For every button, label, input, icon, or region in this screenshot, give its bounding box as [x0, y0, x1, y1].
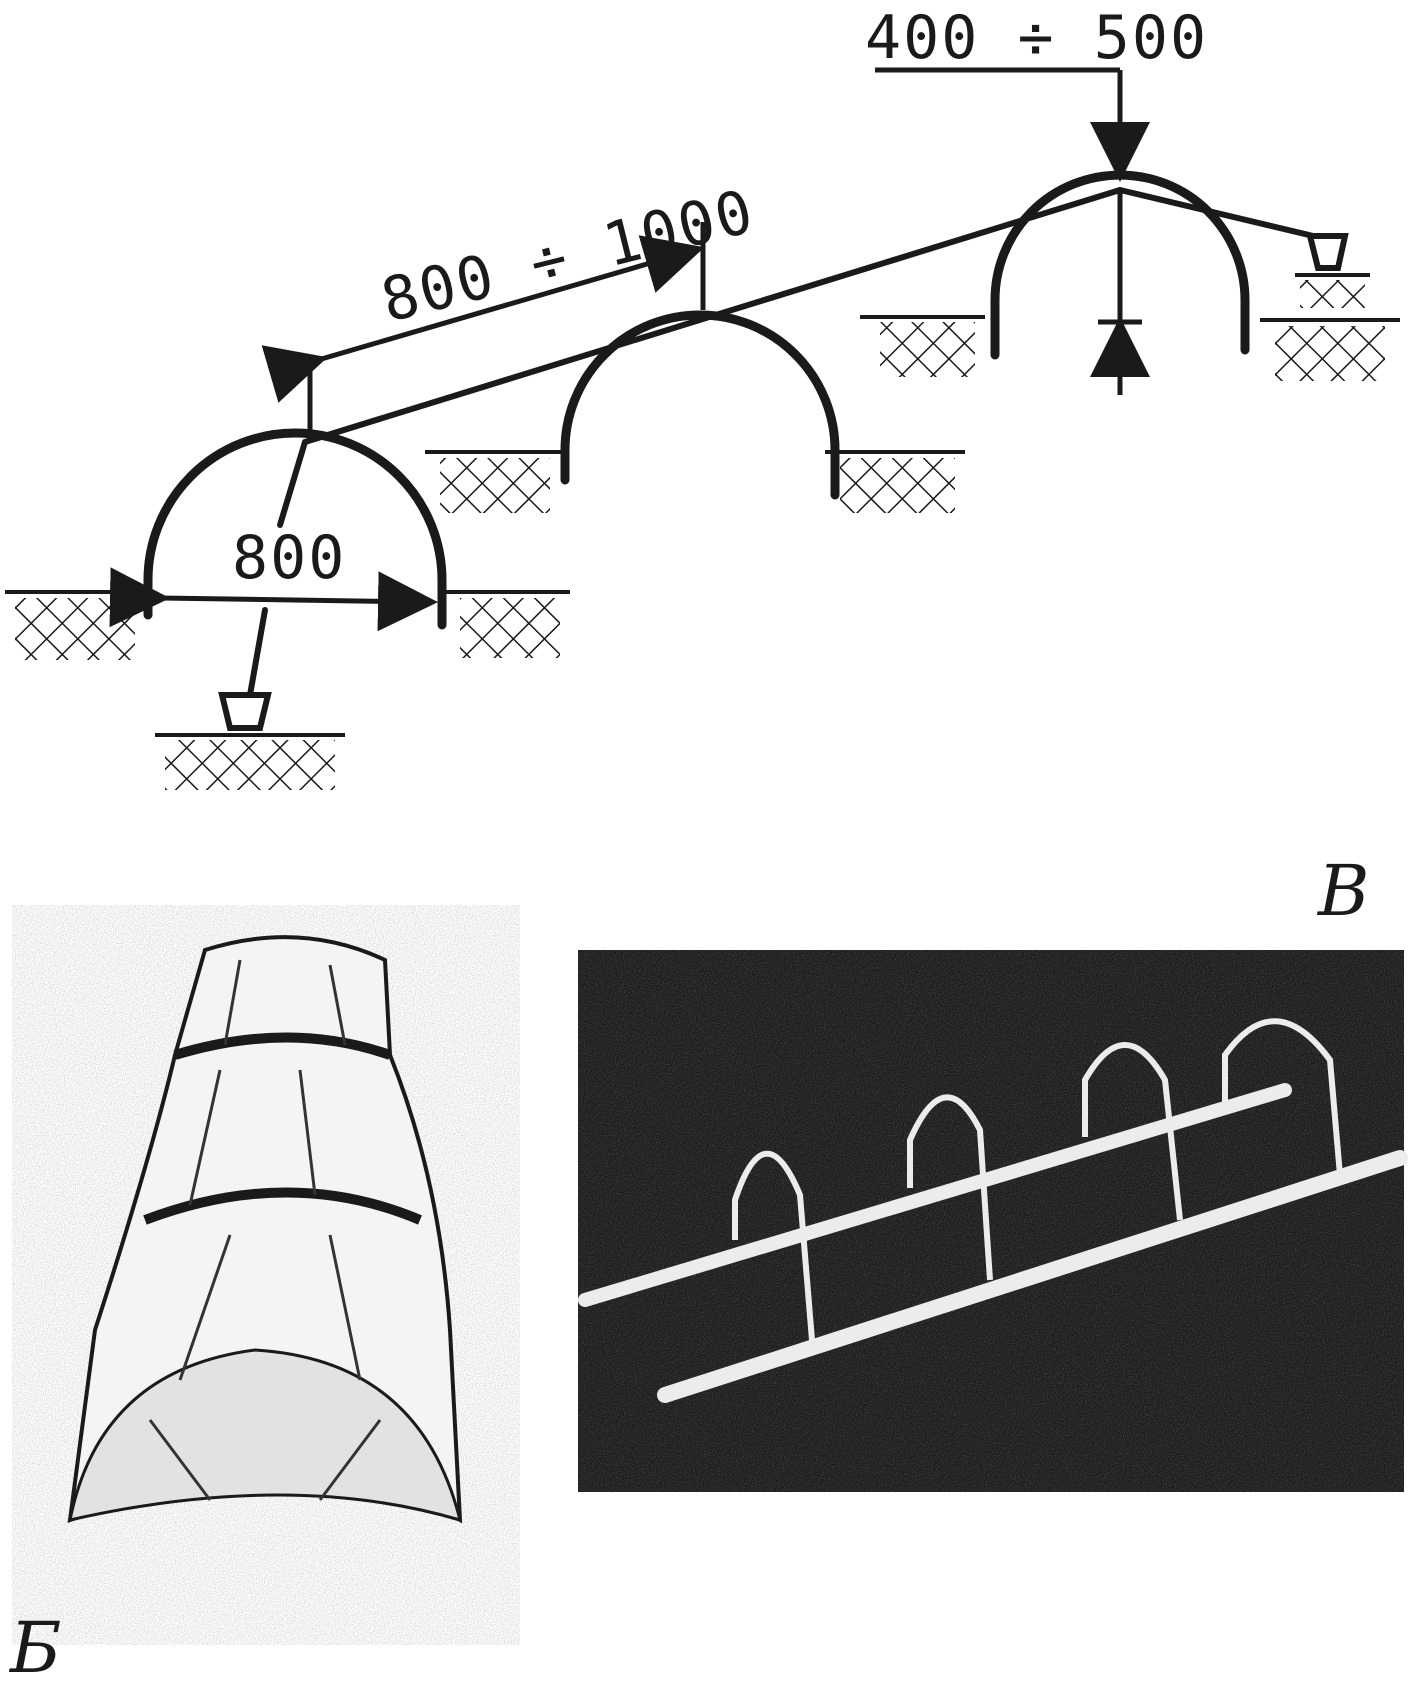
ground-hatch: [1300, 280, 1365, 308]
spacing-dimension: [261, 222, 706, 442]
ground-hatch: [1275, 326, 1385, 381]
span-label: 800: [232, 523, 346, 593]
guy-line-front-lower: [247, 607, 268, 698]
front-arch: [143, 428, 447, 630]
ground-hatch: [165, 740, 335, 790]
panel-b-illustration: [12, 905, 520, 1645]
span-dimension: [109, 567, 438, 632]
ground-hatch: [880, 322, 975, 377]
guy-line-front: [277, 439, 308, 528]
ground-hatching-group: [5, 273, 1400, 790]
middle-arch: [560, 310, 840, 500]
right-anchor-peg: [1306, 233, 1349, 271]
height-dimension: [875, 67, 1150, 395]
panel-v-texture: [578, 950, 1404, 1492]
front-anchor-peg: [218, 692, 272, 731]
ground-hatch: [840, 458, 955, 513]
ground-hatch: [460, 598, 560, 658]
hoop-2: [907, 1094, 993, 1281]
hoop-3: [1082, 1042, 1183, 1221]
tunnel-hoop-2: [143, 1187, 422, 1225]
lower-pipe: [657, 1150, 1408, 1403]
ground-hatch: [440, 458, 550, 513]
guy-line-right: [1117, 187, 1333, 243]
span-line: [109, 567, 438, 632]
anchor-pegs: [218, 233, 1349, 731]
cover-fold-lines: [148, 959, 382, 1501]
panel-v-photo: [578, 950, 1408, 1492]
hoop-4: [1222, 1018, 1343, 1176]
tunnel-hoop-1: [173, 1032, 392, 1060]
panel-v-label: В: [1316, 850, 1369, 932]
hoop-1: [732, 1150, 815, 1341]
spacing-line: [261, 235, 705, 403]
tunnel-opening: [68, 1348, 463, 1523]
ground-hatch: [15, 598, 135, 660]
hoops: [732, 1018, 1343, 1341]
height-range-label: 400 ÷ 500: [865, 3, 1208, 73]
panel-b-label: Б: [8, 1607, 61, 1685]
